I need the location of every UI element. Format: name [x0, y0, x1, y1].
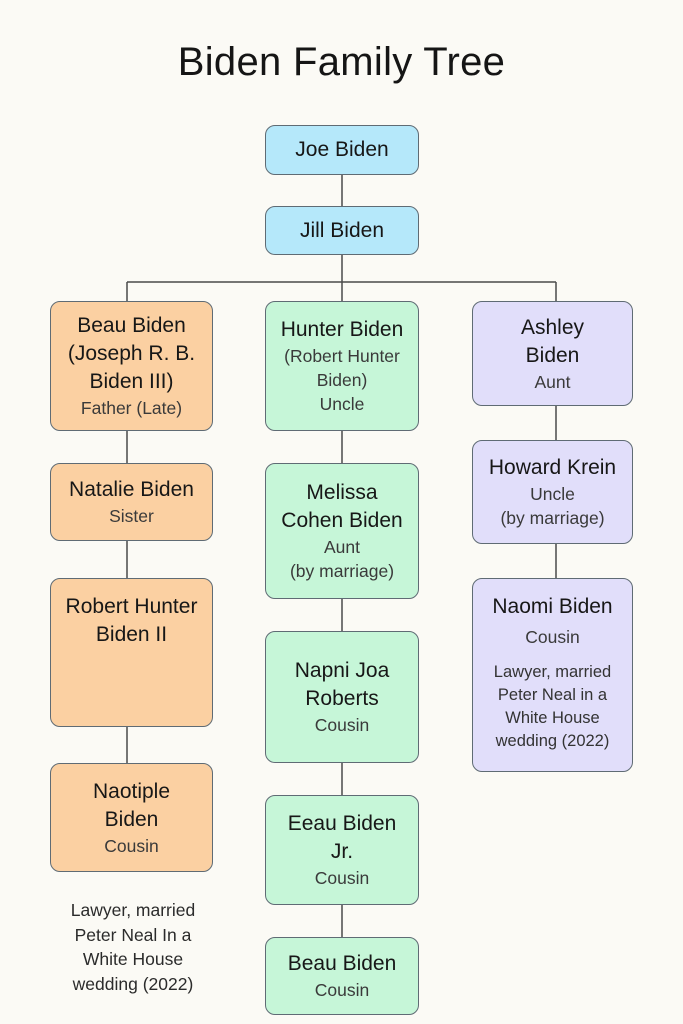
node-natalie-biden: Natalie Biden Sister [50, 463, 213, 541]
node-robert-hunter-biden-ii: Robert Hunter Biden II [50, 578, 213, 727]
node-beau-biden-cousin: Beau Biden Cousin [265, 937, 419, 1015]
node-role: Cousin [104, 835, 159, 856]
node-name-line-2: Cohen Biden [281, 509, 403, 532]
node-name: Joe Biden [295, 138, 389, 161]
node-name-line-1: Robert Hunter [65, 595, 198, 618]
note-line-2: Peter Neal in a [497, 686, 608, 704]
node-name-line-1: Eeau Biden [287, 812, 397, 835]
node-name-line-1: Melissa [306, 481, 378, 504]
note-line-4: wedding (2022) [72, 973, 194, 994]
node-role-line-1: Aunt [324, 537, 360, 557]
node-alias-line-1: (Robert Hunter [284, 346, 400, 366]
node-name-line-1: Naotiple [92, 779, 171, 803]
node-name-line-2: Jr. [330, 840, 354, 863]
node-role: Cousin [314, 980, 370, 1000]
node-jill-biden: Jill Biden [265, 206, 419, 255]
note-line-3: White House [82, 949, 184, 969]
node-role: Cousin [314, 715, 370, 735]
node-role-line-2: (by marriage) [289, 561, 395, 581]
node-name-line-1: Napni Joa [294, 659, 390, 682]
node-role-line-2: (by marriage) [500, 508, 605, 528]
note-line-1: Lawyer, married [493, 663, 612, 681]
node-hunter-biden: Hunter Biden (Robert Hunter Biden) Uncle [265, 301, 419, 431]
node-alias-line-2: Biden) [316, 370, 368, 390]
node-napni-joa-roberts: Napni Joa Roberts Cousin [265, 631, 419, 763]
node-name: Hunter Biden [280, 318, 404, 341]
node-howard-krein: Howard Krein Uncle (by marriage) [472, 440, 633, 544]
node-naomi-biden: Naomi Biden Cousin Lawyer, married Peter… [472, 578, 633, 772]
node-name: Howard Krein [488, 456, 617, 479]
node-name-line-3: Biden III) [89, 370, 174, 393]
node-name: Beau Biden [287, 952, 397, 975]
node-role: Cousin [314, 868, 370, 888]
node-melissa-cohen-biden: Melissa Cohen Biden Aunt (by marriage) [265, 463, 419, 599]
node-name-line-2: Biden [525, 343, 580, 367]
note-line-4: wedding (2022) [495, 732, 610, 750]
node-name-line-2: Biden [104, 807, 159, 831]
node-naotiple-biden: Naotiple Biden Cousin [50, 763, 213, 872]
node-joe-biden: Joe Biden [265, 125, 419, 175]
node-role: Cousin [525, 627, 580, 647]
node-name-line-2: Biden II [95, 623, 168, 646]
node-role-line-1: Uncle [530, 484, 575, 504]
node-name: Natalie Biden [69, 478, 194, 501]
node-note: Lawyer, married Peter Neal in a White Ho… [494, 661, 611, 753]
node-name-line-1: Ashley [520, 315, 585, 339]
node-eeau-biden-jr: Eeau Biden Jr. Cousin [265, 795, 419, 905]
page-title: Biden Family Tree [177, 40, 506, 84]
node-name-line-1: Beau Biden [77, 314, 186, 337]
node-name-line-2: (Joseph R. B. [67, 342, 196, 365]
note-line-3: White House [505, 709, 600, 727]
note-line-2: Peter Neal In a [74, 924, 192, 945]
node-role: Sister [109, 506, 154, 526]
node-name: Jill Biden [299, 218, 385, 242]
node-name-line-2: Roberts [305, 687, 379, 710]
note-line-1: Lawyer, married [70, 900, 196, 920]
left-note: Lawyer, married Peter Neal In a White Ho… [40, 898, 226, 996]
node-ashley-biden: Ashley Biden Aunt [472, 301, 633, 406]
node-role: Uncle [319, 394, 365, 414]
node-beau-biden: Beau Biden (Joseph R. B. Biden III) Fath… [50, 301, 213, 431]
node-role: Father (Late) [80, 398, 183, 418]
node-name: Naomi Biden [492, 595, 613, 618]
node-role: Aunt [534, 371, 571, 392]
